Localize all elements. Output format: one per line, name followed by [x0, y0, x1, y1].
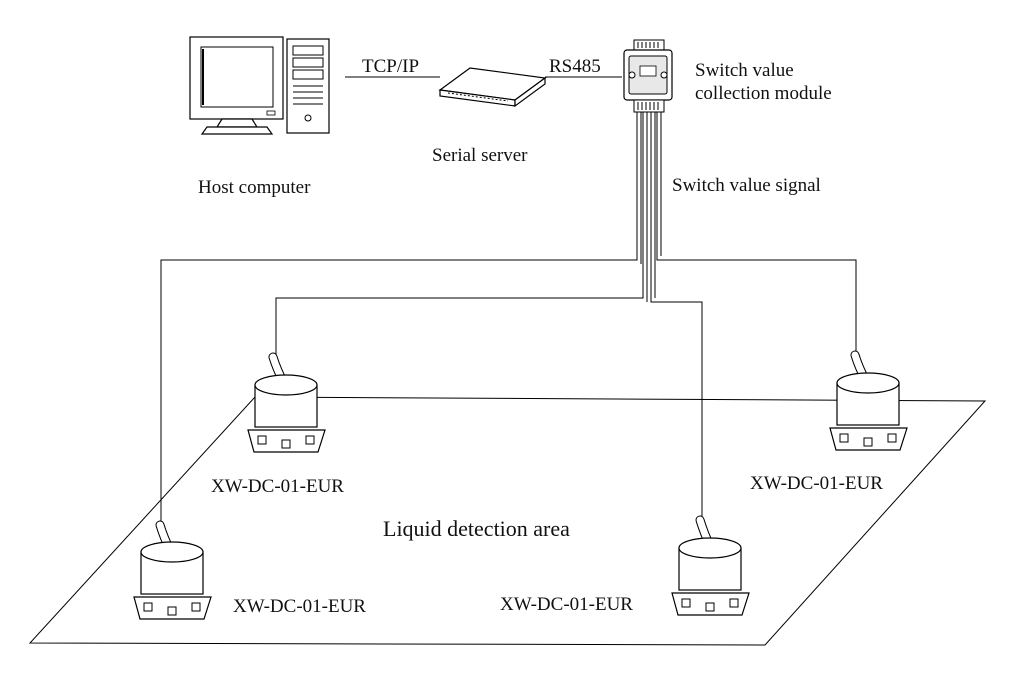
liquid-detection-area-floor — [28, 396, 987, 646]
liquid-sensor-icon — [829, 350, 908, 451]
computer-tower-icon — [286, 38, 330, 134]
sensor-label: XW-DC-01-EUR — [500, 594, 633, 615]
serial-server-icon — [438, 67, 547, 108]
signal-wires — [160, 112, 857, 525]
serial-server-label: Serial server — [432, 145, 528, 166]
computer-monitor-icon — [189, 36, 284, 135]
switch-signal-label: Switch value signal — [672, 175, 821, 196]
liquid-sensor-icon — [133, 520, 212, 620]
liquid-sensor-icon — [671, 515, 750, 616]
sensor-label: XW-DC-01-EUR — [233, 596, 366, 617]
sensor-label: XW-DC-01-EUR — [211, 476, 344, 497]
io-module-icon — [623, 39, 673, 113]
liquid-sensor-icon — [247, 352, 326, 453]
module-label-line2: collection module — [695, 83, 832, 104]
sensor-label: XW-DC-01-EUR — [750, 473, 883, 494]
module-label-line1: Switch value — [695, 60, 794, 81]
host-computer-label: Host computer — [198, 177, 311, 198]
rs485-label: RS485 — [549, 56, 601, 77]
area-label: Liquid detection area — [383, 516, 570, 541]
tcp-ip-label: TCP/IP — [362, 56, 419, 77]
